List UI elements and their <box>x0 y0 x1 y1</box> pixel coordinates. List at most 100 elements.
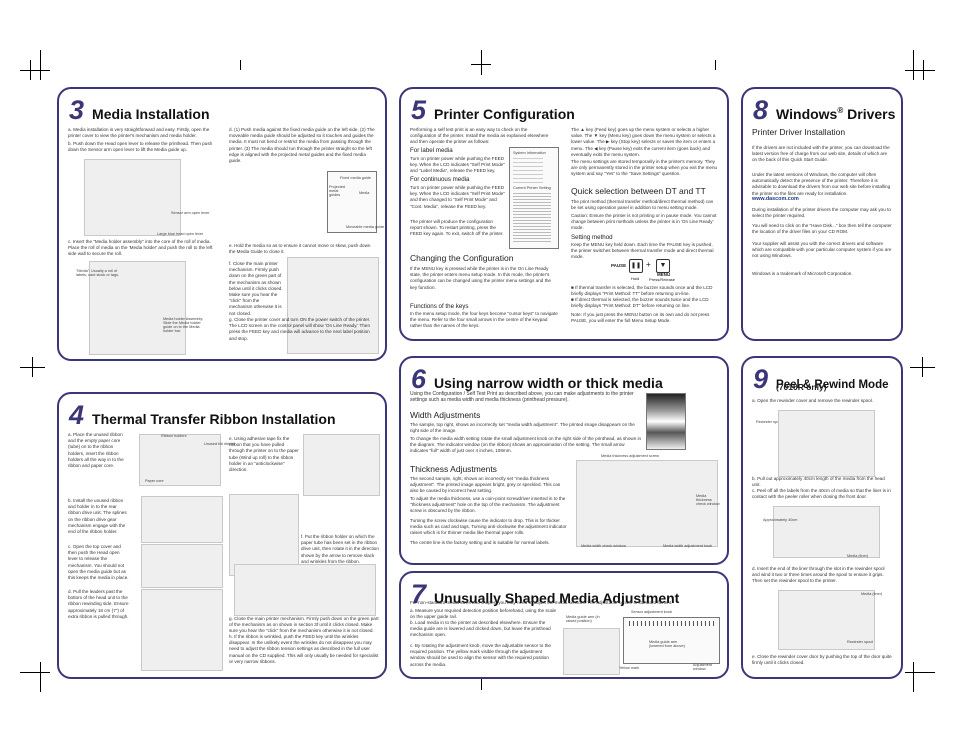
step-b: b. Pull out approximately 40cm length of… <box>752 476 885 488</box>
caption: Unused full ribbon <box>204 442 235 446</box>
para-3: During installation of the printer drive… <box>752 207 891 219</box>
width-text-1: The sample, top right, shows an incorrec… <box>410 422 635 434</box>
label-media-text: Turn on printer power while pushing the … <box>410 156 505 174</box>
crop-mark <box>905 672 935 673</box>
registered-mark: ® <box>837 106 844 115</box>
section-number: 3 <box>69 95 85 125</box>
step-a: a. Open the rewinder cover and remove th… <box>752 398 874 403</box>
crop-mark <box>20 672 50 673</box>
crop-mark <box>481 50 482 75</box>
sensor-scale <box>629 621 714 626</box>
subheading: Width Adjustments <box>410 410 481 420</box>
menu-key-label: MENU <box>657 272 671 277</box>
step-g: g. Close the main printer mechanism. Fir… <box>229 616 379 634</box>
media-roll-illustration <box>89 261 186 355</box>
plus-sign: + <box>646 260 651 269</box>
section-number: 6 <box>411 364 427 394</box>
thick-text-4: The centre line is the factory setting a… <box>410 540 550 545</box>
media-guide-illustration <box>327 171 377 233</box>
step-b: b. Load media in to the printer as descr… <box>410 620 551 638</box>
crop-mark <box>240 60 241 70</box>
caption: Media guide arm (in raised position) <box>566 615 600 623</box>
step-d: d. Insert the end of the liner through t… <box>752 566 885 584</box>
step-f: f. Close the main printer mechanism. Fir… <box>229 261 283 316</box>
close-mechanism-illustration <box>234 564 376 616</box>
peel-media-illustration <box>773 506 880 558</box>
section-header: 6 Using narrow width or thick media <box>411 364 663 395</box>
caption: "Media": Usually a roll of labels, card … <box>76 269 120 277</box>
menu-key: ▼ <box>656 259 670 273</box>
step-a: a. Measure your required detection posit… <box>410 608 557 620</box>
caption: Ribbon holders <box>161 434 187 438</box>
section-header: 4 Thermal Transfer Ribbon Installation <box>69 400 336 431</box>
crop-mark <box>30 60 31 80</box>
step-c: c. Insert the "Media holder assembly" in… <box>68 239 213 257</box>
caption: Media width adjustment knob <box>663 544 713 548</box>
step-c: c. Peel off all the labels from the 40cm… <box>752 488 891 500</box>
crop-mark <box>20 70 50 71</box>
subheading: Setting method <box>571 234 613 241</box>
section-peel-rewind: 9 Peel & Rewind Mode (7010R only) a. Ope… <box>741 356 903 679</box>
caption: Media width check window <box>581 544 626 548</box>
report-lines <box>513 158 543 183</box>
website-link[interactable]: www.dascom.com <box>752 196 799 202</box>
section-number: 5 <box>411 95 427 125</box>
ribbon-drive-illustration <box>141 496 223 543</box>
crop-mark <box>32 357 33 377</box>
functions-text: In the menu setup mode, the four keys be… <box>410 311 558 329</box>
close-mechanism-illustration <box>287 257 379 354</box>
ribbon-holders-illustration <box>139 434 221 486</box>
crop-mark <box>40 50 41 80</box>
printhead-adjustment-illustration <box>576 460 718 547</box>
step-d: d. Pull the leaders past the bottom of t… <box>68 589 129 619</box>
section-number: 7 <box>411 579 427 609</box>
section-header: 9 Peel & Rewind Mode <box>753 364 889 395</box>
note-text: Note: If you just press the MENU button … <box>571 312 710 324</box>
para-2: Under the latest versions of Windows, th… <box>752 172 891 196</box>
bullet-dt: ■ If direct thermal is selected, the buz… <box>571 297 709 309</box>
key-diagram: PAUSE ❚❚ + ▼ MENU Hold Press/Release <box>611 259 691 282</box>
thick-text-3: Turning the screw clockwise cause the in… <box>410 518 567 536</box>
step-g: g. Close the printer cover and turn ON t… <box>229 317 371 341</box>
caption: Sensor arm open lever <box>171 211 210 215</box>
width-text-2: To change the media width setting rotate… <box>410 436 642 454</box>
crop-mark <box>913 50 914 80</box>
caption: Fixed media guide <box>340 176 372 180</box>
after-text: The printer will produce the configurati… <box>410 219 504 237</box>
title-text: Windows <box>776 106 838 122</box>
section-number: 4 <box>69 400 85 430</box>
caption: Media <box>359 191 370 195</box>
pause-key-label: PAUSE <box>611 263 627 268</box>
width-sample <box>646 393 686 450</box>
caption: Media thickness check window <box>696 494 720 506</box>
printer-open-illustration <box>84 159 181 236</box>
change-text: If the MENU key is pressed while the pri… <box>410 266 551 290</box>
step-e: e. Hold the media so as to ensure it can… <box>229 243 371 255</box>
section-media-installation: 3 Media Installation a. Media installati… <box>57 87 387 361</box>
section-windows-drivers: 8 Windows® Drivers Printer Driver Instal… <box>741 87 903 341</box>
setting-text: Keep the MENU key held down. Each time t… <box>571 242 714 260</box>
crop-mark <box>471 64 491 65</box>
crop-mark <box>913 662 914 692</box>
quick-text: The print method (thermal transfer metho… <box>571 199 714 211</box>
section-ribbon-installation: 4 Thermal Transfer Ribbon Installation a… <box>57 392 387 679</box>
hold-label: Hold <box>631 276 640 281</box>
para-4: You will need to click on the "Have Disk… <box>752 223 892 235</box>
step-a: a. Media installation is very straightfo… <box>68 127 210 139</box>
section-unusual-media: 7 Unusually Shaped Media Adjustment For … <box>399 571 729 679</box>
subheading: Printer Driver Installation <box>752 127 846 137</box>
section-header: 8 Windows® Drivers <box>753 95 895 126</box>
caution-text: Caution: Ensure the printer is not print… <box>571 213 717 231</box>
menu-settings-text: The menu settings are stored temporarily… <box>571 159 718 177</box>
rewinder-spool-illustration <box>778 590 875 650</box>
caption: Projected metal guides <box>329 185 346 197</box>
step-b: b. Install the unused ribbon and holder … <box>68 498 127 535</box>
step-e: e. Close the rewinder cover door by push… <box>752 654 892 666</box>
step-c: c. Open the top cover and then push the … <box>68 544 129 581</box>
section-number: 8 <box>753 95 769 125</box>
intro-text: Using the Configuration / Self Test Prin… <box>410 391 634 404</box>
section-title: Thermal Transfer Ribbon Installation <box>92 411 336 427</box>
subheading: Functions of the keys <box>410 303 469 310</box>
ribbon-rotate-illustration <box>229 494 299 576</box>
crop-mark <box>905 70 935 71</box>
